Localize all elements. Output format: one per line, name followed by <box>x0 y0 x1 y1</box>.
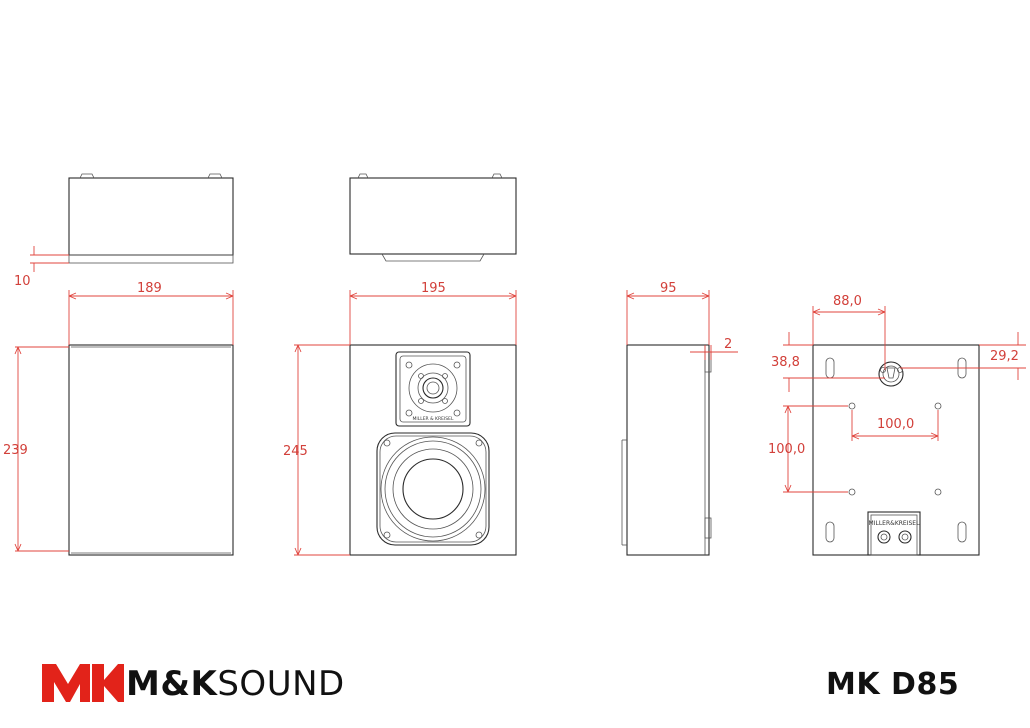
dim-height-side: 239 <box>3 346 69 552</box>
dim-mount-right: 29,2 <box>900 332 1026 380</box>
dim-depth-label: 95 <box>660 281 677 296</box>
side-view-left <box>68 344 234 556</box>
depth-view <box>621 344 712 556</box>
brand-name-light: SOUND <box>217 664 345 704</box>
dim-width-side-label: 189 <box>137 281 162 296</box>
dim-height-side-label: 239 <box>3 443 28 458</box>
dim-top-offset: 10 <box>14 246 69 289</box>
dim-width-side: 189 <box>68 281 234 345</box>
brand-logo: M&KSOUND <box>126 662 345 706</box>
dim-mount-left-label: 38,8 <box>771 355 800 370</box>
dim-depth-offset: 2 <box>690 337 738 360</box>
tweeter-badge: MILLER & KREISEL <box>412 416 454 422</box>
top-view-left <box>68 173 234 264</box>
dim-hole-spacing-h: 100,0 <box>851 410 939 441</box>
brand-name-bold: M&K <box>126 664 218 704</box>
dim-hole-spacing-h-label: 100,0 <box>877 417 914 432</box>
dim-width-front-label: 195 <box>421 281 446 296</box>
dim-hole-spacing-v: 100,0 <box>768 405 848 493</box>
dim-mount-left: 38,8 <box>771 332 885 392</box>
brand-name: M&KSOUND <box>126 667 345 701</box>
model-name: MK D85 <box>826 667 960 702</box>
dim-width-front: 195 <box>349 281 517 345</box>
dim-mount-right-label: 29,2 <box>990 349 1019 364</box>
dim-depth: 95 <box>626 281 710 345</box>
dim-height-front: 245 <box>283 344 350 556</box>
dim-depth-offset-label: 2 <box>724 337 732 352</box>
dim-mount-width: 88,0 <box>812 294 886 370</box>
brand-mark-icon <box>42 664 124 702</box>
dim-height-front-label: 245 <box>283 444 308 459</box>
dim-hole-spacing-v-label: 100,0 <box>768 442 805 457</box>
terminal-badge: MILLER&KREISEL <box>869 520 921 527</box>
rear-view: MILLER&KREISEL <box>812 344 980 556</box>
dim-top-offset-label: 10 <box>14 274 31 289</box>
front-view: MILLER & KREISEL <box>349 344 517 556</box>
top-view-middle <box>349 173 517 262</box>
dim-mount-width-label: 88,0 <box>833 294 862 309</box>
